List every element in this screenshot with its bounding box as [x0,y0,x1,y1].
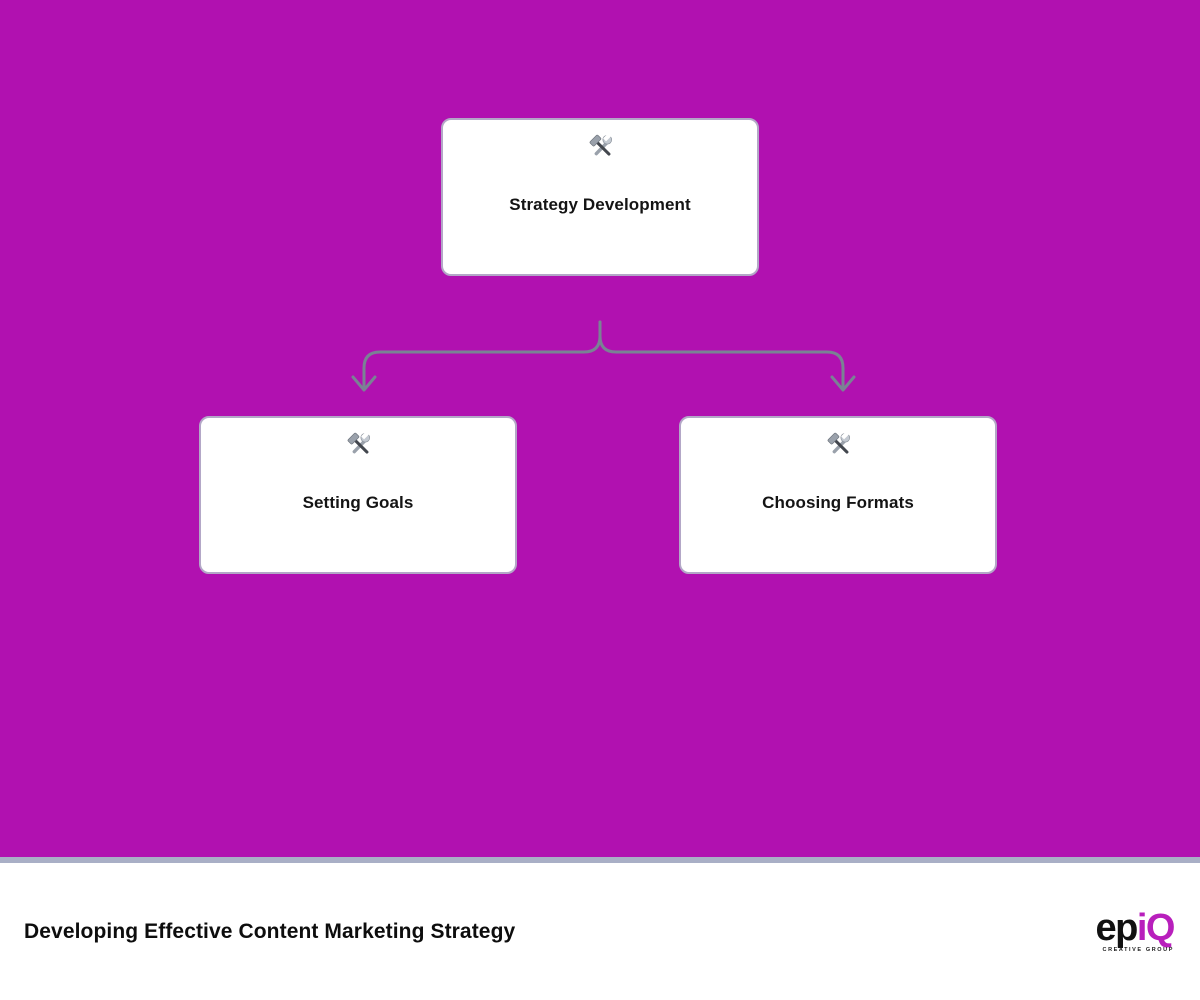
epiq-logo: epiQ CREATIVE GROUP [1095,906,1176,954]
node-label: Setting Goals [302,493,414,512]
node-label: Strategy Development [509,195,691,214]
logo-text-iq: iQ [1136,906,1176,949]
arrowhead-left-icon [351,375,377,392]
node-setting-goals[interactable]: Setting Goals [199,416,517,574]
footer-divider [0,857,1200,863]
node-label: Choosing Formats [762,493,914,512]
connector-left-branch [362,320,602,391]
diagram-stage: Strategy Development Setting Goals [0,0,1200,857]
node-choosing-formats[interactable]: Choosing Formats [679,416,997,574]
footer-bar: Developing Effective Content Marketing S… [0,863,1200,1000]
hammer-and-wrench-icon [825,431,852,458]
hammer-and-wrench-icon [345,431,372,458]
hammer-and-wrench-icon [587,133,614,160]
logo-wordmark: epiQ [1095,906,1176,949]
logo-tagline: CREATIVE GROUP [1102,946,1174,953]
page-title: Developing Effective Content Marketing S… [24,919,516,943]
connector-right-branch [598,320,845,391]
logo-text-ep: ep [1095,906,1139,949]
node-strategy-development[interactable]: Strategy Development [441,118,759,276]
arrowhead-right-icon [830,375,856,392]
